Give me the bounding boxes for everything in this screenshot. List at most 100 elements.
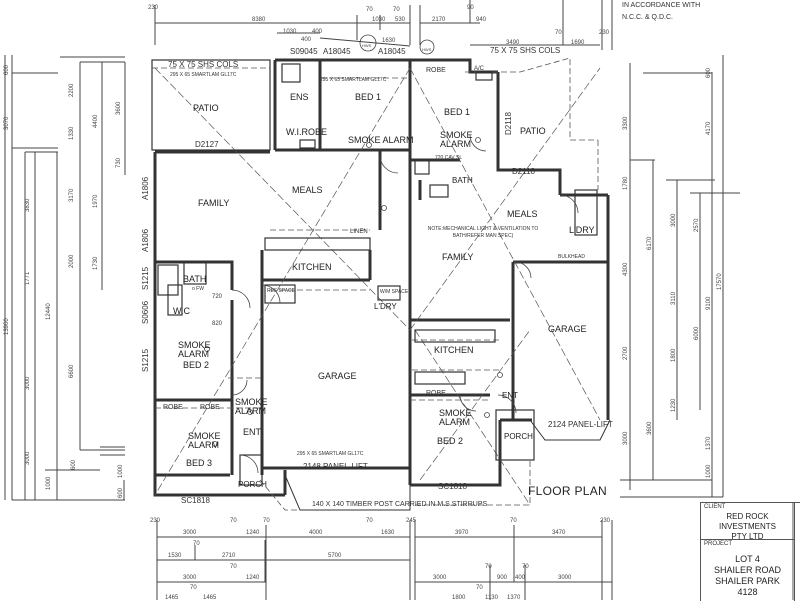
room-entry: ENT [502, 391, 518, 400]
dim-top: 70 [393, 7, 400, 13]
dim-left: 3000 [25, 451, 31, 465]
dim-right: 1230 [671, 398, 677, 412]
dim-right: 3300 [623, 116, 629, 130]
room-family: FAMILY [198, 198, 230, 208]
window-label-a18045: A18045 [378, 47, 406, 56]
smoke-alarm-label: SMOKE ALARM [235, 397, 268, 416]
room-garage: GARAGE [318, 371, 357, 381]
dim-bottom: 1465 [203, 595, 217, 601]
dim-left: 6600 [69, 364, 75, 378]
dim-left: 1970 [93, 194, 99, 208]
smoke-alarm-label: SMOKE ALARM [188, 431, 221, 450]
room-kitchen: KITCHEN [292, 262, 332, 272]
dim-left: 730 [116, 157, 122, 168]
window-label-s0606: S0606 [141, 300, 150, 324]
client-line-3: PTY LTD [731, 532, 764, 541]
room-robe: ROBE [426, 390, 446, 397]
door-label-sc1818: SC1818 [181, 496, 210, 505]
dim-left: 3070 [4, 116, 10, 130]
dim-top: 230 [148, 5, 159, 11]
project-line-3: SHAILER PARK [715, 576, 780, 586]
room-laundry: L'DRY [569, 225, 595, 235]
dim-right: 17570 [717, 273, 723, 290]
room-robe: ROBE [163, 404, 183, 411]
dim-bottom: 230 [150, 518, 161, 524]
dim-right: 3110 [671, 292, 677, 305]
dim-top: 2170 [432, 17, 446, 23]
room-walk-in-robe: W.I.ROBE [286, 127, 328, 137]
dim-bottom: 3000 [433, 575, 447, 581]
dim-bottom: 2710 [222, 553, 236, 559]
dim-bottom: 70 [510, 518, 517, 524]
room-bath: BATH [183, 274, 207, 284]
door-label-d2127: D2127 [195, 140, 219, 149]
dim-bottom: 70 [476, 585, 483, 591]
room-bed-2: BED 2 [183, 360, 210, 370]
door-label-d2118: D2118 [504, 112, 513, 135]
dim-left: 600 [118, 487, 124, 498]
room-bed-1: BED 1 [444, 107, 471, 117]
room-kitchen: KITCHEN [434, 345, 474, 355]
beam-label: 295 X 65 SMARTLAM GL17C [297, 451, 364, 457]
dim-left: 2200 [69, 83, 75, 97]
window-label-s1215: S1215 [141, 348, 150, 372]
dim-bottom: 1530 [168, 553, 182, 559]
dim-left: 1000 [118, 464, 124, 478]
garage-door-label: 2124 PANEL-LIFT [548, 420, 613, 429]
room-linen: LINEN [350, 229, 368, 235]
dim-bottom: 1800 [452, 595, 466, 601]
door-size-label: 820 [212, 321, 223, 327]
dim-right: 6170 [647, 236, 653, 250]
dim-top: 90 [467, 5, 474, 11]
project-cell: PROJECT LOT 4 SHAILER ROAD SHAILER PARK … [701, 540, 795, 601]
dim-top: 3490 [506, 40, 520, 46]
room-patio: PATIO [520, 126, 546, 136]
room-ensuite: ENS [290, 92, 309, 102]
dim-left: 12440 [46, 303, 52, 320]
hw-label: HWS [422, 47, 432, 52]
project-line-4: 4128 [737, 587, 758, 597]
dim-left: 13900 [4, 318, 10, 335]
dim-top: 70 [555, 30, 562, 36]
room-robe: ROBE [200, 404, 220, 411]
dim-top: 1030 [372, 17, 386, 23]
dim-right: 4300 [623, 262, 629, 276]
dim-bottom: 3470 [552, 530, 566, 536]
dim-top: 1630 [382, 38, 396, 44]
bulkhead-label: BULKHEAD [558, 254, 585, 260]
note-line-1: IN ACCORDANCE WITH [622, 2, 701, 9]
dim-left: 3600 [116, 101, 122, 115]
dim-left: 1730 [93, 256, 99, 270]
dim-right: 1800 [671, 348, 677, 362]
client-cell: CLIENT RED ROCK INVESTMENTS PTY LTD [701, 503, 795, 542]
dim-bottom: 400 [515, 575, 526, 581]
room-meals: MEALS [292, 185, 323, 195]
garage-door-label: 2148 PANEL-LIFT [303, 462, 368, 471]
dim-right: 3600 [647, 421, 653, 435]
ac-label: A/C [474, 66, 485, 72]
dim-bottom: 70 [193, 541, 200, 547]
client-name: RED ROCK INVESTMENTS PTY LTD [701, 512, 794, 542]
door-size-label: 720 [212, 294, 223, 300]
columns-label: 75 X 75 SHS COLS [168, 60, 239, 69]
room-bed-2: BED 2 [437, 436, 464, 446]
ventilation-note: NOTE:MECHANICAL LIGHT & VENTILATION TO B… [427, 226, 539, 239]
dim-right: 9100 [706, 296, 712, 310]
room-patio: PATIO [193, 103, 219, 113]
dim-top: 1030 [283, 29, 297, 35]
dim-bottom: 5700 [328, 553, 342, 559]
dim-bottom: 70 [522, 564, 529, 570]
dim-right: 3000 [623, 431, 629, 445]
room-bed-3: BED 3 [186, 458, 213, 468]
dim-bottom: 1240 [246, 575, 260, 581]
dim-left: 1000 [46, 476, 52, 490]
room-meals: MEALS [507, 209, 538, 219]
dim-top: 940 [476, 17, 487, 23]
window-label-s1215: S1215 [141, 266, 150, 290]
door-label-sc1818: SC1818 [438, 482, 467, 491]
dim-top: 400 [301, 37, 312, 43]
dim-left: 1771 [25, 271, 31, 285]
dim-right: 1000 [706, 464, 712, 478]
dim-top: 530 [395, 17, 406, 23]
